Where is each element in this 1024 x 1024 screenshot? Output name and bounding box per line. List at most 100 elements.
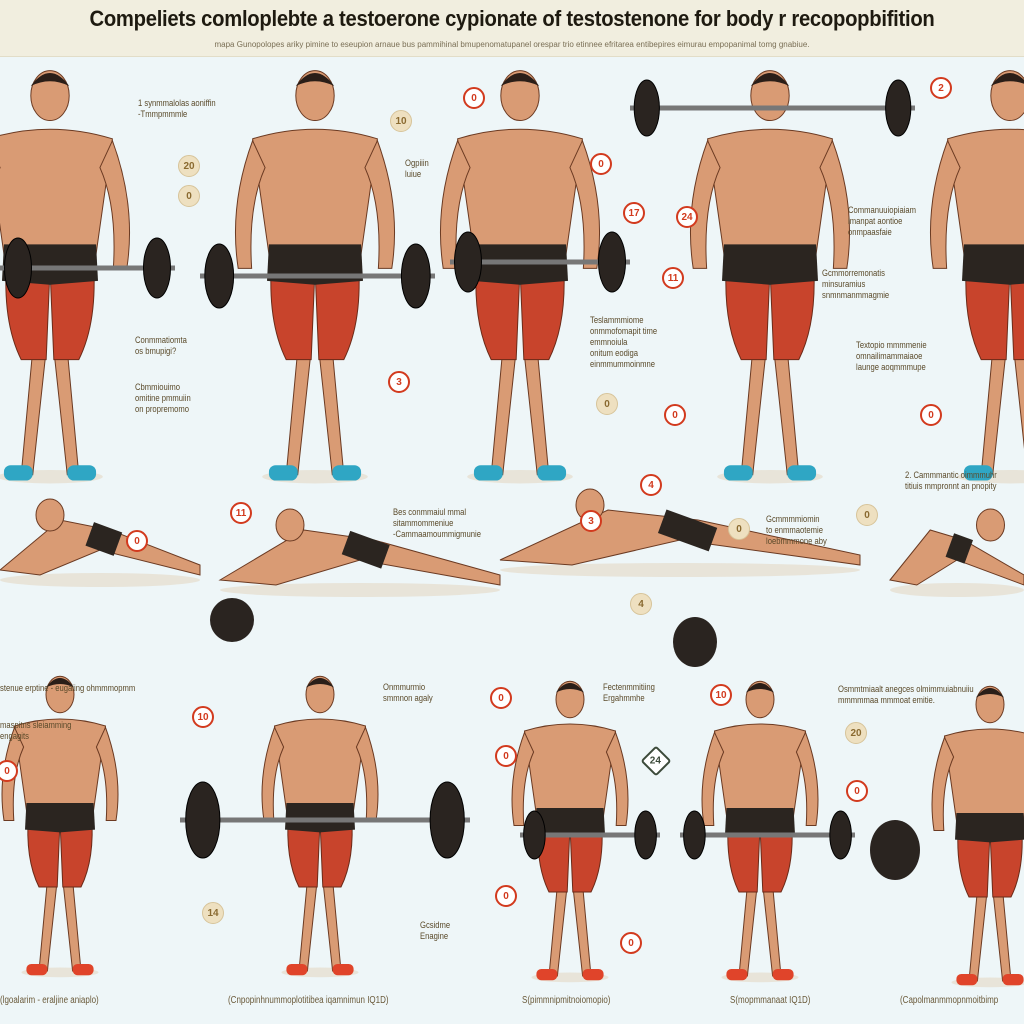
head	[305, 675, 335, 714]
shoe	[3, 465, 33, 481]
step-number-marker: 0	[495, 745, 517, 767]
shoe	[582, 969, 604, 981]
shoe	[286, 964, 308, 976]
shorts	[722, 244, 818, 285]
annotation-label: maspitns sleiamming engagits	[0, 720, 72, 741]
torso	[713, 723, 807, 816]
hair	[746, 683, 774, 693]
lower-legs	[740, 349, 800, 476]
floor-shadow	[0, 573, 200, 587]
shoe	[268, 465, 298, 481]
head	[555, 680, 585, 719]
step-number-marker: 0	[178, 185, 200, 207]
weight-plate	[633, 79, 660, 137]
shoe	[26, 964, 48, 976]
step-number-marker: 10	[192, 706, 214, 728]
shoe	[67, 465, 97, 481]
torso	[252, 128, 378, 255]
page-title: Compeliets comloplebte a testoerone cypi…	[89, 6, 935, 31]
head	[30, 70, 70, 122]
shoe	[956, 974, 978, 986]
lower-legs	[548, 884, 592, 977]
torso	[457, 128, 583, 255]
hair	[556, 683, 584, 693]
weight-plate	[673, 617, 717, 667]
arms	[690, 139, 850, 269]
arms	[235, 139, 395, 269]
lower-legs	[38, 879, 82, 972]
weight-plate	[210, 598, 254, 642]
step-number-marker: 0	[495, 885, 517, 907]
head	[990, 70, 1024, 122]
torso	[947, 128, 1024, 255]
torso	[273, 718, 367, 811]
annotation-label: Fectenmmitiing Ergahmmhe	[603, 682, 655, 703]
step-number-marker: 20	[178, 155, 200, 177]
annotation-label: stenue erptine - eugaiing ohmmmopmm	[0, 683, 136, 693]
step-number-marker: 17	[623, 202, 645, 224]
torso	[707, 128, 833, 255]
weight-plate	[204, 243, 235, 309]
shorts	[341, 530, 390, 569]
weight-plate	[634, 810, 657, 860]
head	[976, 508, 1005, 542]
head	[275, 508, 305, 542]
annotation-label: Commanuuiopiaiam lmanpat aontioe onmpaas…	[848, 205, 917, 237]
lower-legs	[490, 349, 550, 476]
shorts	[85, 522, 123, 556]
step-number-marker: 3	[580, 510, 602, 532]
hair	[295, 73, 335, 86]
annotation-label: Bes conmmaiul mmal sitammommeniue -Camma…	[393, 507, 482, 539]
exercise-caption: S(mopmmanaat IQ1D)	[730, 995, 811, 1006]
lower-legs	[298, 879, 342, 972]
lower-legs	[20, 349, 80, 476]
step-number-marker: 11	[662, 267, 684, 289]
weight-plate	[870, 820, 920, 880]
exercise-caption: (Cnpopinhnummoplotitibea iqamnimun IQ1D)	[228, 995, 389, 1006]
shorts	[955, 813, 1024, 843]
marker-text: 24	[650, 755, 662, 767]
shorts	[725, 808, 795, 838]
exercise-caption: S(pimmnipmitnoiomopio)	[522, 995, 611, 1006]
annotation-label: Gcmmmmiomin to enmmaotemie loebmmmone ab…	[766, 514, 827, 546]
step-number-marker: 10	[390, 110, 412, 132]
shoe	[332, 465, 362, 481]
weight-plate	[454, 231, 482, 293]
shoe	[1002, 974, 1024, 986]
annotation-label: Ogpiiin luiue	[405, 158, 429, 179]
step-number-marker: 0	[463, 87, 485, 109]
weight-plate	[683, 810, 706, 860]
step-number-marker: 2	[930, 77, 952, 99]
step-number-marker: 0	[846, 780, 868, 802]
shoe	[536, 969, 558, 981]
weight-plate	[400, 243, 431, 309]
annotation-label: Osmmtmiaalt anegces olmimmuiabnuiiu mmmm…	[838, 684, 974, 705]
step-number-marker: 0	[596, 393, 618, 415]
annotation-label: Gcsidme Enagine	[420, 920, 451, 941]
hair	[306, 678, 334, 688]
arms	[511, 731, 629, 826]
shoe	[772, 969, 794, 981]
torso	[943, 728, 1024, 821]
shorts	[267, 244, 363, 285]
shorts	[535, 808, 605, 838]
weight-plate	[829, 810, 852, 860]
shoe	[726, 969, 748, 981]
weight-plate	[185, 781, 221, 859]
page-subtitle: mapa Gunopolopes ariky pimine to eseupio…	[214, 40, 810, 49]
step-number-marker: 0	[856, 504, 878, 526]
step-number-marker: 24	[676, 206, 698, 228]
weight-plate	[429, 781, 465, 859]
lower-legs	[968, 889, 1012, 982]
step-number-marker: 0	[126, 530, 148, 552]
shoe	[537, 465, 567, 481]
step-number-marker: 20	[845, 722, 867, 744]
annotation-label: Teslammmiome onmmofomapit time emmnoiula…	[590, 315, 658, 369]
lower-legs	[285, 349, 345, 476]
step-number-marker: 4	[630, 593, 652, 615]
shoe	[72, 964, 94, 976]
head	[35, 498, 65, 532]
step-number-marker: 0	[0, 760, 18, 782]
step-number-marker: 11	[230, 502, 252, 524]
